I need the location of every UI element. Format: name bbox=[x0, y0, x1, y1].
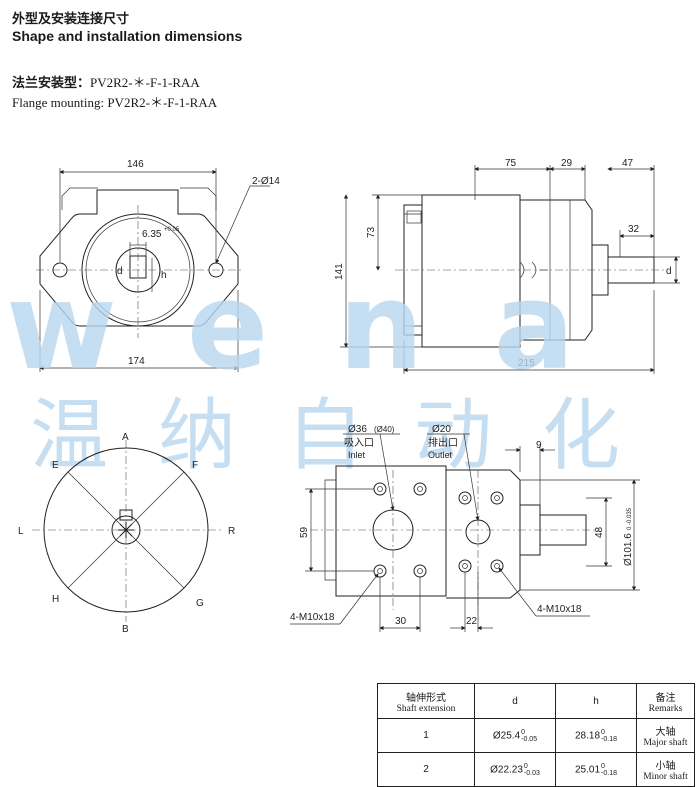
table-header-row: 轴伸形式 Shaft extension d h 备注 Remarks bbox=[377, 683, 695, 719]
label-d-front: d bbox=[117, 266, 123, 277]
row1-h-tol-top: 0 bbox=[601, 728, 605, 736]
rot-B: B bbox=[122, 624, 129, 635]
dim-22: 22 bbox=[466, 616, 478, 627]
mount-label-cn: 法兰安装型： bbox=[12, 76, 91, 91]
row2-h-value: 25.01 bbox=[575, 764, 601, 776]
row1-h: 28.180-0.18 bbox=[555, 718, 637, 753]
mount-line-en: Flange mounting: PV2R2-＊-F-1-RAA bbox=[12, 95, 218, 110]
row1-h-tol-bot: -0.18 bbox=[601, 735, 617, 743]
row1-no: 1 bbox=[377, 718, 475, 753]
col-d: d bbox=[474, 683, 556, 719]
dim-9: 9 bbox=[536, 440, 542, 451]
mount-model-cn: PV2R2-＊-F-1-RAA bbox=[90, 75, 200, 90]
row2-no: 2 bbox=[377, 752, 475, 787]
label-d-side: d bbox=[666, 266, 672, 277]
row2-remark-cn: 小轴 bbox=[655, 761, 676, 772]
outlet-dia: Ø20 bbox=[432, 424, 451, 435]
shaft-table: 轴伸形式 Shaft extension d h 备注 Remarks 1 Ø2… bbox=[377, 683, 695, 787]
row1-d-tol: 0-0.05 bbox=[521, 729, 537, 743]
col-remarks: 备注 Remarks bbox=[636, 683, 695, 719]
dim-29: 29 bbox=[561, 158, 573, 169]
rot-F: F bbox=[192, 460, 198, 471]
outlet-bolt-holes bbox=[458, 491, 504, 573]
row1-d-tol-bot: -0.05 bbox=[521, 735, 538, 743]
dim-holes: 2-Ø14 bbox=[252, 176, 280, 187]
dim-key-tol: +0.05 bbox=[164, 227, 180, 233]
dim-101-6: Ø101.6 bbox=[623, 533, 634, 566]
rot-H: H bbox=[52, 594, 59, 605]
watermark-cn: 温纳自动化 bbox=[30, 391, 670, 481]
outlet-en: Outlet bbox=[428, 450, 453, 460]
dim-30: 30 bbox=[395, 616, 407, 627]
row1-remark: 大轴 Major shaft bbox=[636, 718, 695, 753]
mount-line-cn: 法兰安装型：PV2R2-＊-F-1-RAA bbox=[12, 72, 200, 91]
row2-remark-en: Minor shaft bbox=[643, 772, 688, 782]
col4-cn: 备注 bbox=[655, 692, 676, 704]
dim-215: 215 bbox=[518, 358, 535, 369]
col1-cn: 轴伸形式 bbox=[406, 692, 446, 704]
watermark-latin: wena bbox=[6, 258, 645, 397]
inlet-en: Inlet bbox=[348, 450, 366, 460]
inlet-dia2: (Ø40) bbox=[374, 425, 395, 434]
table-row: 1 Ø25.40-0.05 28.180-0.18 大轴 Major shaft bbox=[377, 718, 695, 753]
col-shaft-extension: 轴伸形式 Shaft extension bbox=[377, 683, 475, 719]
dim-59: 59 bbox=[299, 526, 310, 538]
dim-key: 6.35 bbox=[142, 229, 162, 240]
row2-d-tol: 0-0.03 bbox=[524, 763, 540, 777]
dim-32: 32 bbox=[628, 224, 640, 235]
watermark: wena 温纳自动化 bbox=[6, 258, 670, 481]
row2-h-tol-bot: -0.18 bbox=[601, 769, 617, 777]
col1-en: Shaft extension bbox=[396, 703, 456, 714]
dim-146: 146 bbox=[127, 159, 144, 170]
row1-remark-cn: 大轴 bbox=[655, 727, 676, 738]
row1-d-tol-top: 0 bbox=[521, 728, 526, 736]
dim-174: 174 bbox=[128, 356, 145, 367]
dim-73: 73 bbox=[366, 226, 377, 238]
port-view: Ø36 (Ø40) 吸入口 Inlet Ø20 排出口 Outlet 9 59 … bbox=[290, 424, 640, 632]
col-h: h bbox=[555, 683, 637, 719]
title-cn: 外型及安装连接尺寸 bbox=[12, 12, 130, 27]
dim-141: 141 bbox=[334, 263, 345, 280]
row2-h-tol: 0-0.18 bbox=[601, 763, 617, 777]
rot-G: G bbox=[196, 598, 204, 609]
thread-left: 4-M10x18 bbox=[290, 612, 335, 623]
label-h: h bbox=[161, 270, 167, 281]
front-view: 146 2-Ø14 6.35 +0.05 h d 174 bbox=[36, 159, 280, 372]
row2-d-tol-top: 0 bbox=[523, 762, 528, 770]
rot-E: E bbox=[52, 460, 59, 471]
rot-R: R bbox=[228, 526, 235, 537]
row1-d: Ø25.40-0.05 bbox=[474, 718, 556, 753]
rot-L: L bbox=[18, 526, 24, 537]
row2-remark: 小轴 Minor shaft bbox=[636, 752, 695, 787]
row2-h-tol-top: 0 bbox=[601, 762, 605, 770]
outlet-cn: 排出口 bbox=[428, 436, 458, 449]
row1-h-value: 28.18 bbox=[575, 730, 601, 742]
dim-47: 47 bbox=[622, 158, 634, 169]
row1-remark-en: Major shaft bbox=[643, 738, 688, 748]
row1-d-value: Ø25.4 bbox=[492, 730, 521, 742]
title-en: Shape and installation dimensions bbox=[12, 28, 243, 44]
inlet-dia: Ø36 bbox=[348, 424, 367, 435]
rotation-view: A B L R E F H G bbox=[18, 432, 235, 635]
row2-d-tol-bot: -0.03 bbox=[523, 769, 540, 777]
rot-A: A bbox=[122, 432, 129, 443]
thread-right: 4-M10x18 bbox=[537, 604, 582, 615]
row2-d-value: Ø22.23 bbox=[490, 764, 523, 776]
table-row: 2 Ø22.230-0.03 25.010-0.18 小轴 Minor shaf… bbox=[377, 752, 695, 787]
col4-en: Remarks bbox=[648, 703, 683, 714]
dim-75: 75 bbox=[505, 158, 517, 169]
dim-101-6-tol: 0 -0.035 bbox=[627, 507, 633, 530]
inlet-cn: 吸入口 bbox=[344, 438, 374, 449]
row1-h-tol: 0-0.18 bbox=[601, 729, 617, 743]
dim-48: 48 bbox=[594, 526, 605, 538]
side-view: 75 29 47 32 d 73 141 215 bbox=[334, 158, 680, 374]
row2-h: 25.010-0.18 bbox=[555, 752, 637, 787]
row2-d: Ø22.230-0.03 bbox=[474, 752, 556, 787]
